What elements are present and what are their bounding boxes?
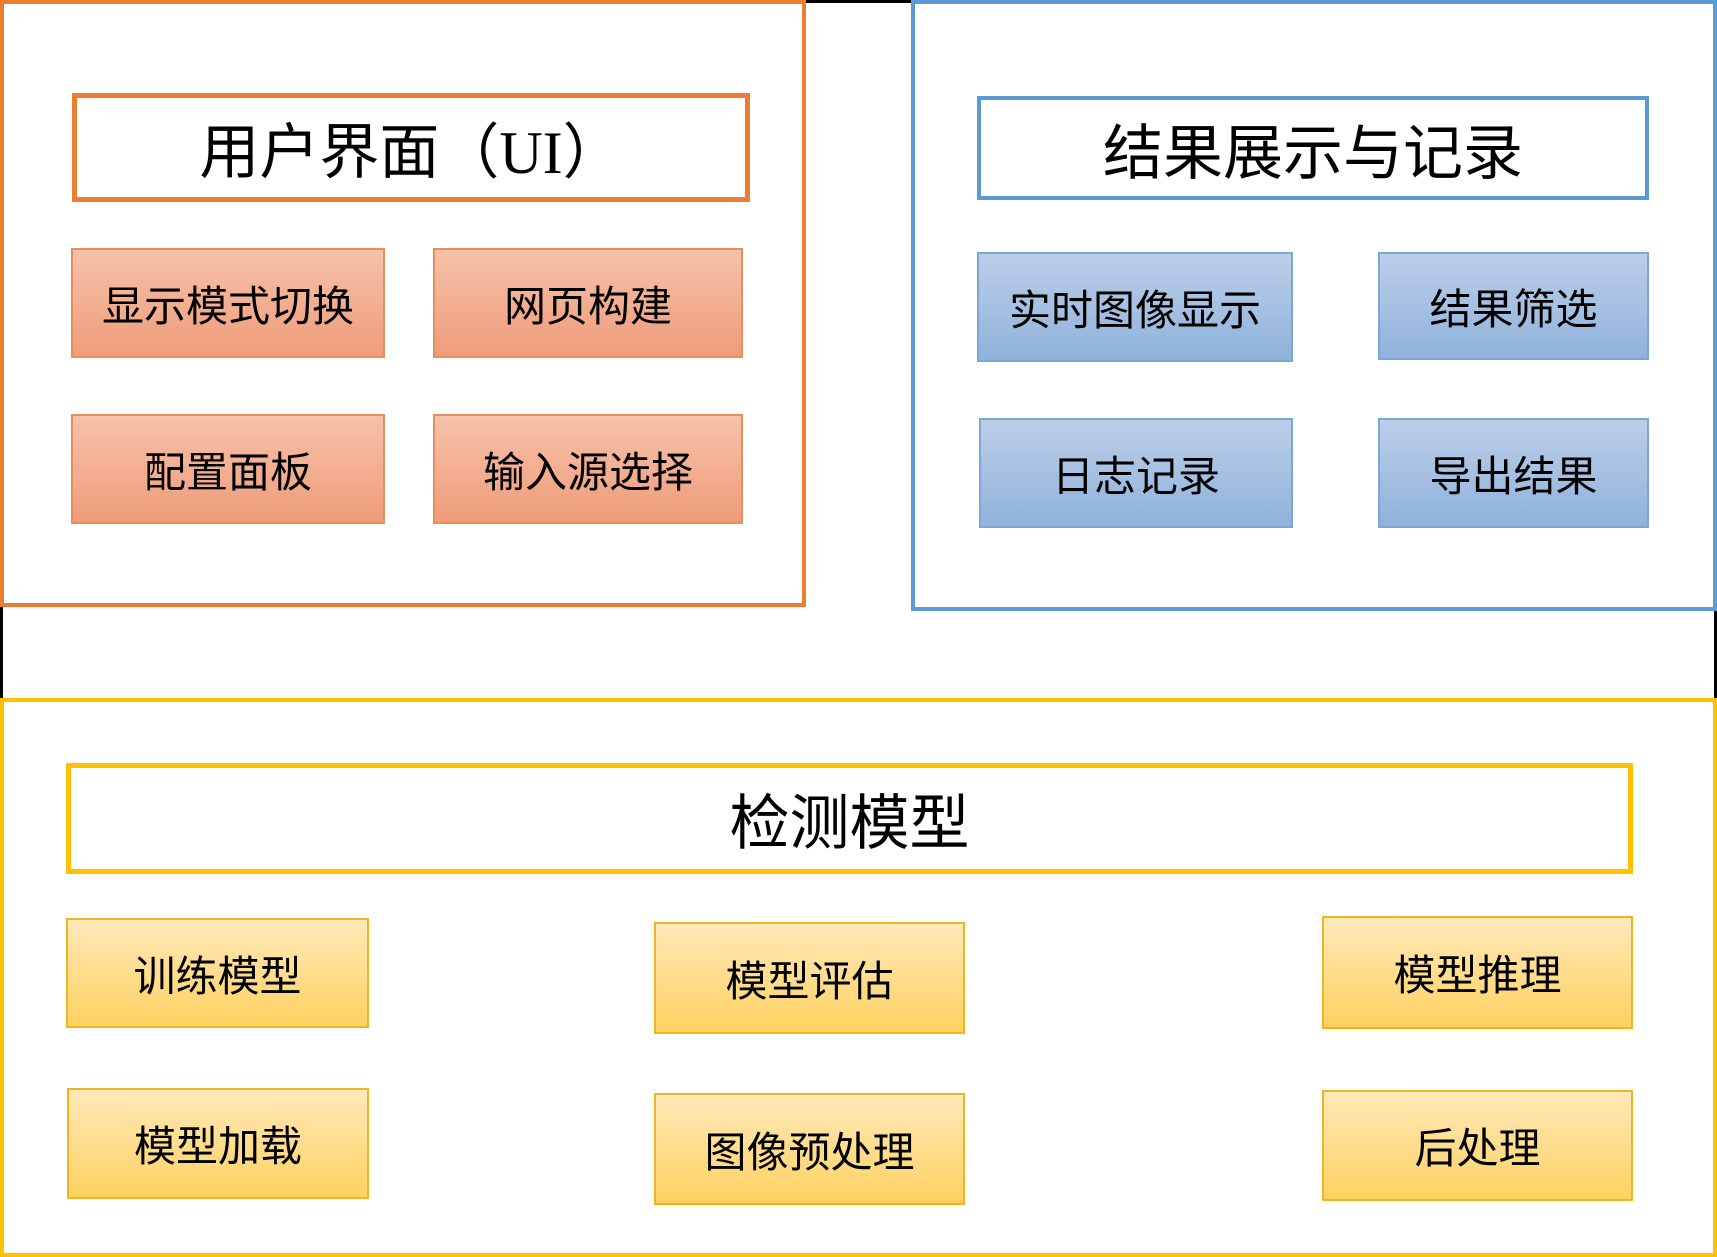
model-box-preprocess: 图像预处理 (654, 1093, 965, 1205)
ui-box-config-panel-label: 配置面板 (143, 450, 312, 497)
results-box-result-filter-label: 结果筛选 (1429, 287, 1598, 334)
model-box-evaluate: 模型评估 (654, 922, 965, 1034)
results-box-log-record: 日志记录 (979, 418, 1293, 528)
model-box-evaluate-label: 模型评估 (725, 959, 894, 1006)
ui-box-config-panel: 配置面板 (71, 414, 385, 524)
ui-section-title-label: 用户界面（UI） (199, 120, 623, 186)
ui-box-web-build: 网页构建 (433, 248, 743, 358)
model-box-postprocess-label: 后处理 (1414, 1127, 1541, 1173)
ui-box-display-mode-switch: 显示模式切换 (71, 248, 385, 358)
results-box-realtime-image: 实时图像显示 (977, 252, 1293, 362)
model-section-title-label: 检测模型 (729, 791, 970, 857)
ui-box-display-mode-switch-label: 显示模式切换 (101, 284, 354, 331)
results-section-title: 结果展示与记录 (977, 96, 1649, 200)
results-box-result-filter: 结果筛选 (1378, 252, 1649, 360)
model-box-postprocess: 后处理 (1322, 1090, 1633, 1201)
ui-box-input-source-label: 输入源选择 (482, 450, 693, 497)
model-box-load-label: 模型加载 (133, 1125, 302, 1171)
model-section-title: 检测模型 (66, 763, 1633, 874)
ui-box-input-source: 输入源选择 (433, 414, 743, 524)
results-box-export-results-label: 导出结果 (1429, 454, 1598, 501)
results-box-realtime-image-label: 实时图像显示 (1008, 288, 1261, 335)
model-box-train-label: 训练模型 (133, 954, 302, 1001)
model-box-load: 模型加载 (67, 1088, 369, 1199)
ui-box-web-build-label: 网页构建 (503, 284, 672, 331)
ui-section-title: 用户界面（UI） (72, 93, 750, 202)
model-box-inference: 模型推理 (1322, 916, 1633, 1029)
results-box-log-record-label: 日志记录 (1051, 454, 1220, 501)
model-box-preprocess-label: 图像预处理 (704, 1130, 915, 1177)
results-section-title-label: 结果展示与记录 (1103, 120, 1523, 187)
model-box-inference-label: 模型推理 (1393, 954, 1562, 1000)
model-box-train: 训练模型 (66, 918, 369, 1028)
results-box-export-results: 导出结果 (1378, 418, 1649, 528)
